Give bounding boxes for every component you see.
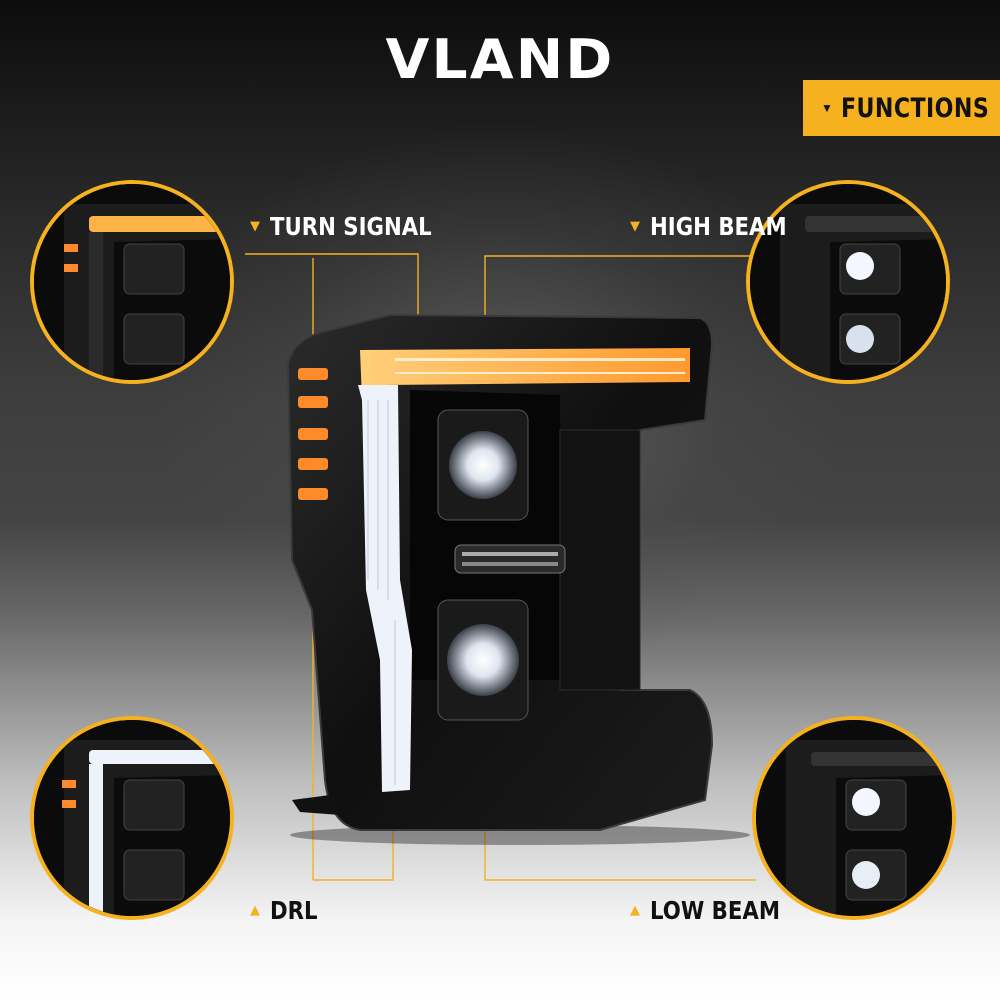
- drl-strip: [358, 385, 412, 792]
- high-beam-detail-circle: [746, 180, 950, 384]
- brand-logo: VLAND: [385, 28, 615, 91]
- high-beam-lens: [449, 431, 517, 499]
- high-beam-label: HIGH BEAM: [650, 212, 787, 241]
- drl-label: DRL: [270, 896, 318, 925]
- low-beam-label: LOW BEAM: [650, 896, 780, 925]
- down-triangle-icon: ▼: [821, 101, 833, 115]
- up-triangle-icon: ▲: [630, 903, 640, 918]
- low-beam-callout: ▲ LOW BEAM: [630, 896, 803, 925]
- low-beam-lens: [447, 624, 519, 696]
- turn-signal-detail-circle: [30, 180, 234, 384]
- drl-detail-circle: [30, 716, 234, 920]
- down-triangle-icon: ▼: [250, 219, 260, 234]
- functions-label: FUNCTIONS: [840, 92, 990, 124]
- functions-tab: ▼ FUNCTIONS: [803, 80, 1000, 136]
- high-beam-callout: ▼ HIGH BEAM: [630, 212, 811, 241]
- turn-signal-label: TURN SIGNAL: [270, 212, 432, 241]
- drl-callout: ▲ DRL: [250, 896, 326, 925]
- low-beam-detail-circle: [752, 716, 956, 920]
- down-triangle-icon: ▼: [630, 219, 640, 234]
- up-triangle-icon: ▲: [250, 903, 260, 918]
- turn-signal-callout: ▼ TURN SIGNAL: [250, 212, 460, 241]
